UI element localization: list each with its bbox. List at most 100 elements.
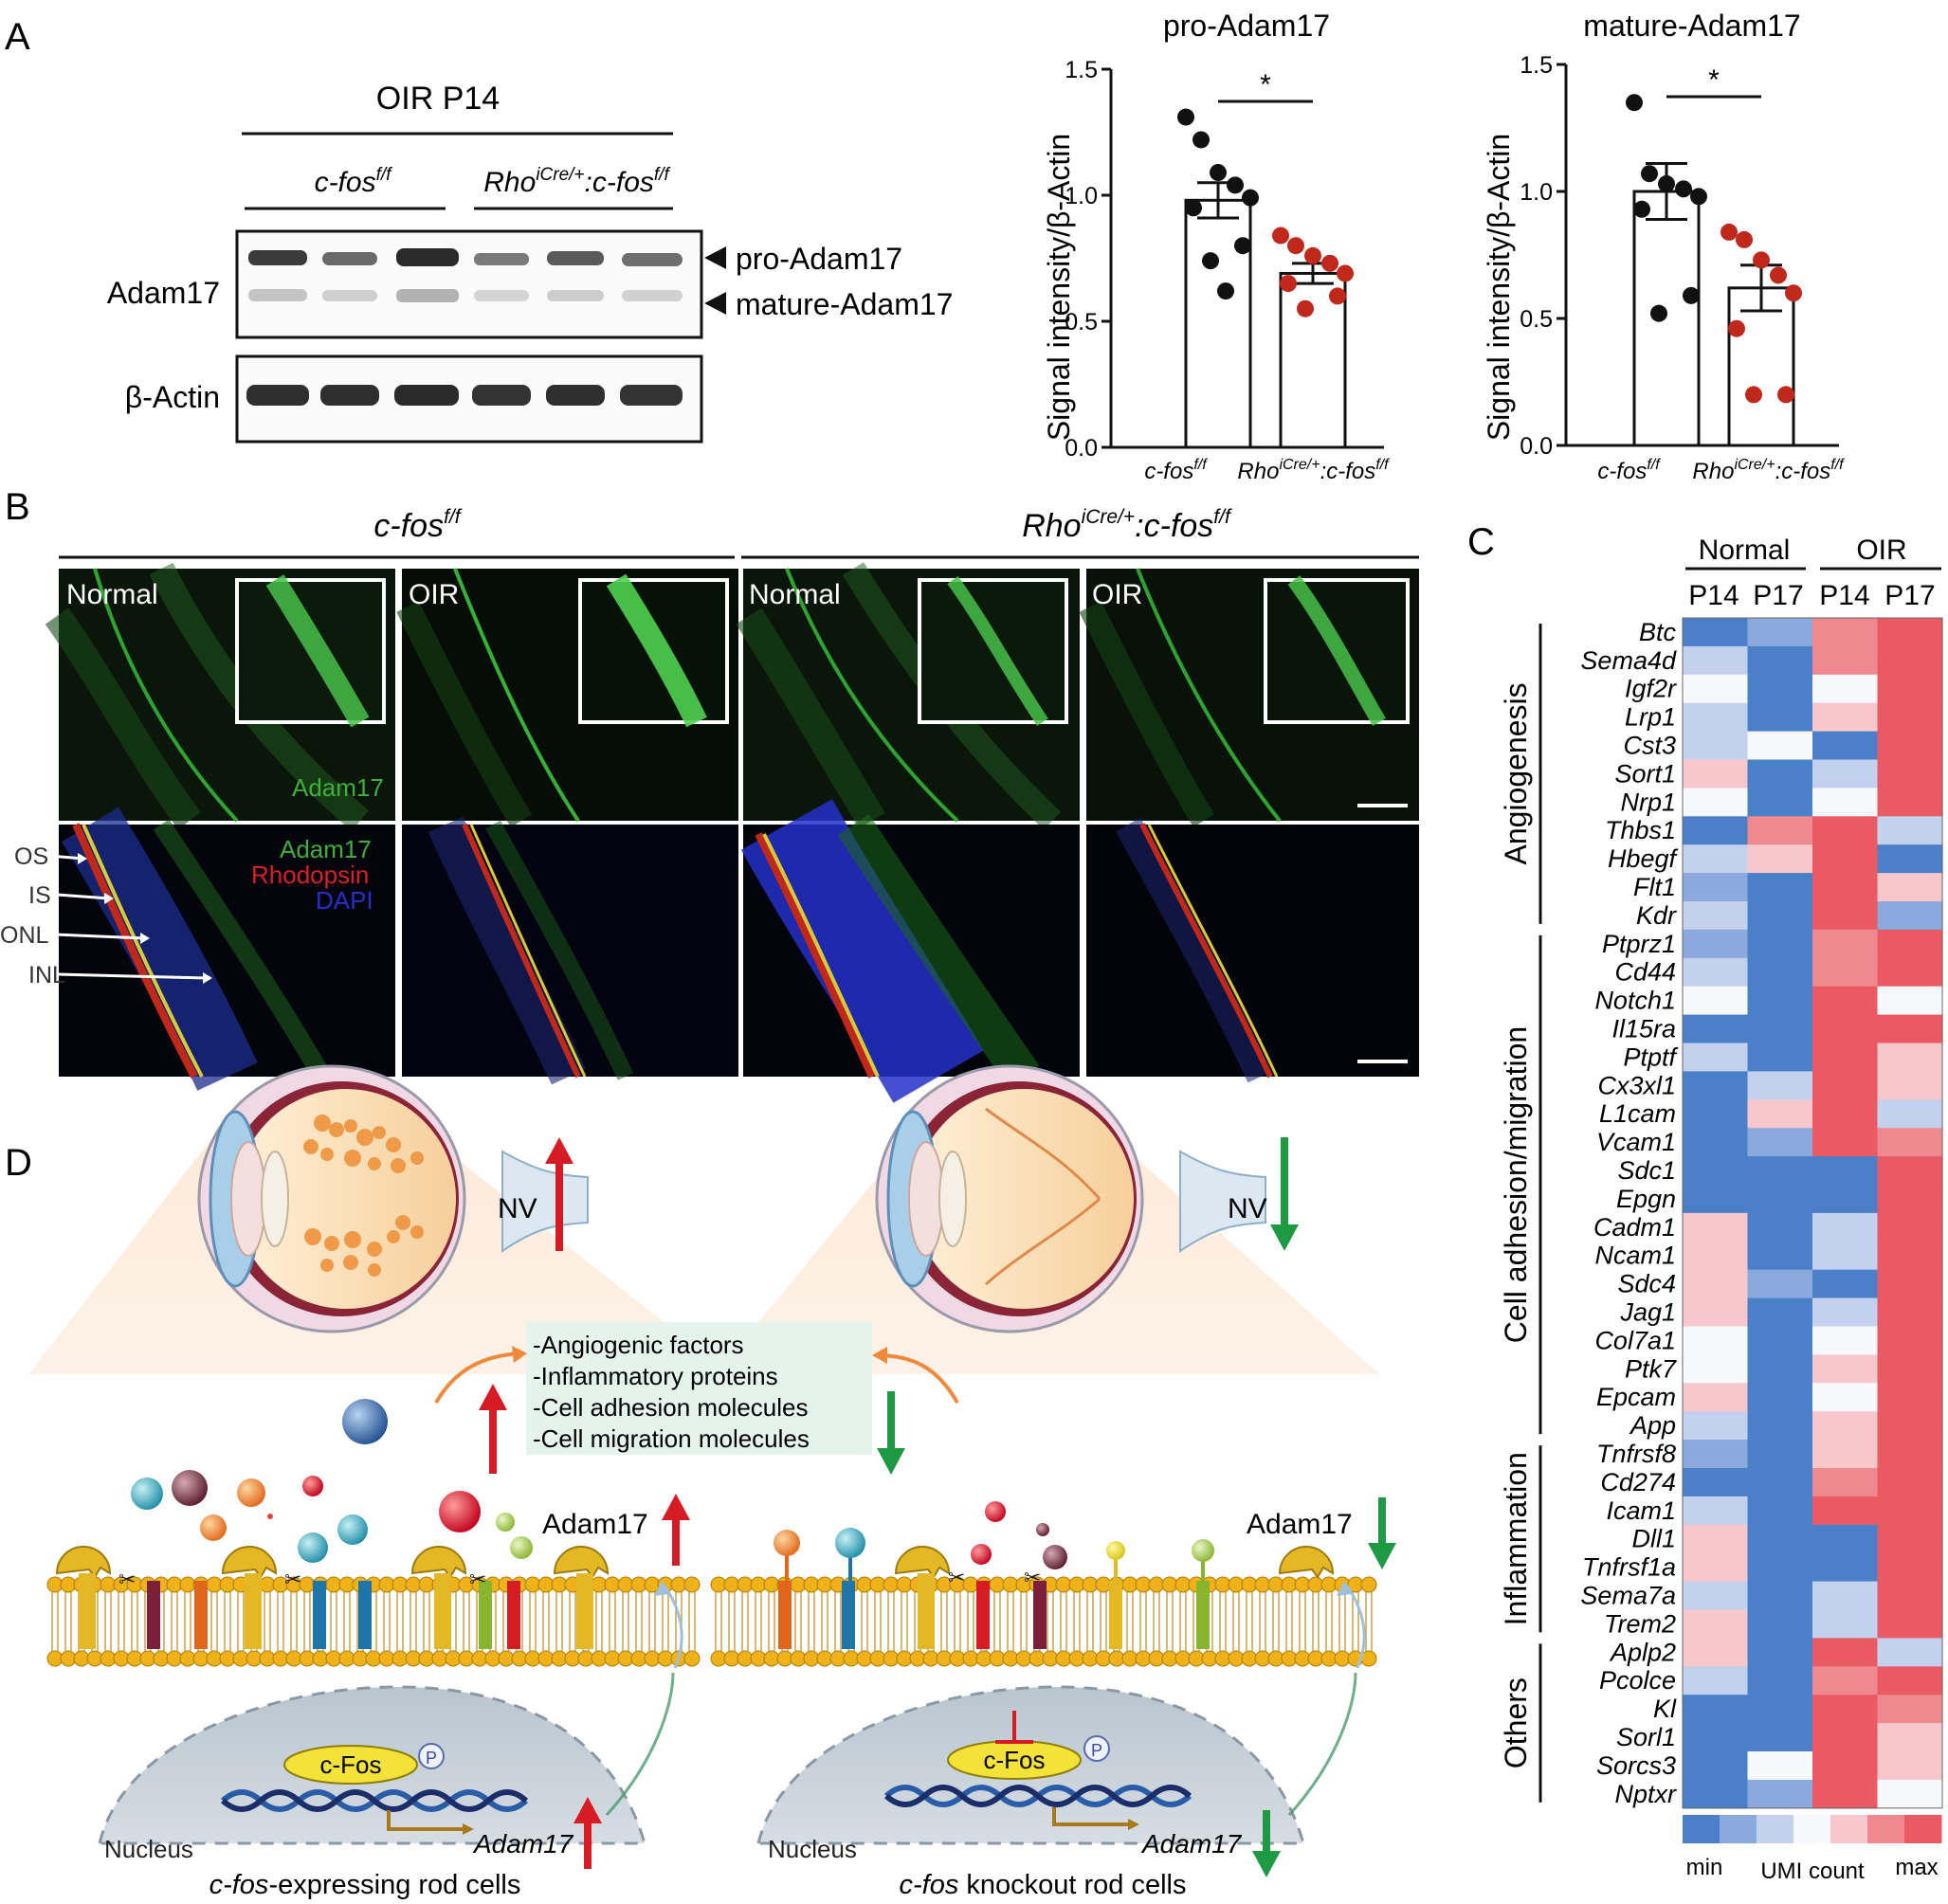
heatmap-cell [1812, 1524, 1879, 1554]
cell-membrane-right [710, 1576, 1379, 1667]
heatmap-cell [1747, 1014, 1813, 1044]
heatmap-cell [1812, 702, 1879, 733]
svg-text:Nucleus: Nucleus [104, 1835, 193, 1863]
micrograph-bottom-3 [740, 799, 1080, 1103]
chart2-xlabel-1: c-fosf/f [1597, 457, 1661, 484]
chart1-point [1321, 254, 1338, 272]
heatmap-cell [1747, 1609, 1813, 1639]
heatmap-cell [1747, 1496, 1813, 1526]
heatmap-cell [1877, 1609, 1943, 1639]
blot-group1-label: c-fosf/f [315, 165, 393, 198]
heatmap-col-2: P17 [1753, 580, 1803, 611]
svg-text:✂: ✂ [284, 1568, 301, 1591]
chart1-point [1185, 199, 1202, 217]
heatmap-cell [1747, 1099, 1813, 1129]
heatmap-cell [1877, 1043, 1943, 1072]
heatmap-col-4: P17 [1884, 580, 1935, 611]
heatmap-cell [1747, 1354, 1813, 1384]
heatmap-cell [1877, 788, 1943, 817]
heatmap-scale-swatch [1830, 1815, 1868, 1843]
heatmap-cell [1683, 1043, 1749, 1072]
heatmap-gene-label: Cx3xl1 [1597, 1071, 1676, 1099]
heatmap-cell [1683, 1156, 1749, 1186]
micrograph-bottom-1 [59, 807, 395, 1091]
heatmap-cell [1683, 1099, 1749, 1129]
heatmap-cell [1683, 788, 1749, 817]
adam17-label-right: Adam17 [1247, 1509, 1353, 1540]
heatmap-cell [1683, 1241, 1749, 1271]
heatmap-cell [1812, 986, 1879, 1016]
shed-molecules-left [131, 1399, 533, 1563]
heatmap-cell [1683, 1723, 1749, 1752]
micrograph-top-2 [396, 568, 738, 827]
membrane-proteins-right: ✂ ✂ [774, 1528, 1335, 1649]
top-stain-label: Adam17 [292, 773, 384, 802]
heatmap-cell [1683, 1695, 1749, 1724]
heatmap-cell [1877, 957, 1943, 988]
chart1-point [1202, 252, 1219, 270]
heatmap-cell [1877, 929, 1943, 959]
chart2-point [1728, 319, 1745, 337]
heatmap-cell [1877, 1269, 1943, 1299]
chart2-point [1683, 286, 1700, 304]
chart1-point [1337, 264, 1354, 282]
heatmap-frame [1682, 617, 1943, 1809]
heatmap-cell [1747, 1212, 1813, 1242]
bar-chart-pro-adam17: pro-Adam17 Signal intensity/β-Actin c-fo… [1042, 9, 1390, 484]
heatmap-cell [1747, 702, 1813, 733]
heatmap-cell [1812, 1440, 1879, 1469]
scale-max-label: max [1895, 1855, 1938, 1880]
heatmap-cell [1812, 873, 1879, 902]
heatmap-cell [1747, 1128, 1813, 1157]
heatmap-cell [1683, 1468, 1749, 1497]
heatmap-gene-label: Thbs1 [1605, 816, 1676, 844]
heatmap-cell [1877, 1468, 1943, 1497]
heatmap-group-label: Angiogenesis [1499, 682, 1533, 864]
heatmap-cell [1747, 1326, 1813, 1355]
heatmap-cell [1877, 1071, 1943, 1100]
chart2-point [1633, 200, 1650, 218]
nucleus-left: Nucleus c-Fos P Adam17 [98, 1581, 683, 1869]
heatmap-cell [1683, 1638, 1749, 1667]
heatmap-cell [1683, 957, 1749, 988]
heatmap-cell [1877, 1552, 1943, 1583]
heatmap-gene-label: Kl [1653, 1695, 1677, 1723]
heatmap-cell [1812, 1297, 1879, 1328]
chart1-point [1304, 246, 1321, 264]
band-label-mature: mature-Adam17 [736, 287, 953, 321]
heatmap-cell [1747, 929, 1813, 959]
heatmap-cell [1812, 901, 1879, 931]
heatmap-cell [1877, 1440, 1943, 1469]
shed-molecules-right [971, 1501, 1067, 1569]
chart2-bar-2 [1727, 286, 1795, 447]
chart2-point [1720, 223, 1738, 241]
chart1-point [1234, 237, 1251, 255]
chart1-xlabel-1: c-fosf/f [1144, 457, 1208, 484]
heatmap-gene-label: Vcam1 [1596, 1128, 1676, 1156]
heatmap-cell [1683, 731, 1749, 761]
heatmap-gene-label: L1cam [1599, 1099, 1676, 1128]
heatmap-scale-swatch [1867, 1815, 1905, 1843]
heatmap-cell [1683, 1326, 1749, 1355]
heatmap-cell [1683, 1496, 1749, 1526]
heatmap-cell [1747, 1695, 1813, 1724]
chart1-point [1210, 164, 1227, 182]
band-label-pro: pro-Adam17 [736, 242, 902, 276]
heatmap-cell [1877, 1156, 1943, 1186]
heatmap-cell [1877, 986, 1943, 1016]
chart1-point [1192, 131, 1210, 149]
chart2-point [1641, 165, 1658, 183]
svg-text:Adam17: Adam17 [472, 1829, 574, 1859]
heatmap-cell [1683, 1440, 1749, 1469]
heatmap-cell [1812, 1071, 1879, 1100]
heatmap-gene-label: Sorl1 [1616, 1723, 1676, 1751]
scale-min-label: min [1686, 1855, 1723, 1880]
chart1-point [1217, 282, 1234, 300]
heatmap-gene-label: Flt1 [1633, 873, 1676, 901]
heatmap-cell [1877, 1014, 1943, 1044]
blot-bands-actin [246, 385, 683, 406]
heatmap-cell [1877, 731, 1943, 761]
heatmap-cell [1747, 1524, 1813, 1554]
heatmap-cell [1683, 1297, 1749, 1328]
